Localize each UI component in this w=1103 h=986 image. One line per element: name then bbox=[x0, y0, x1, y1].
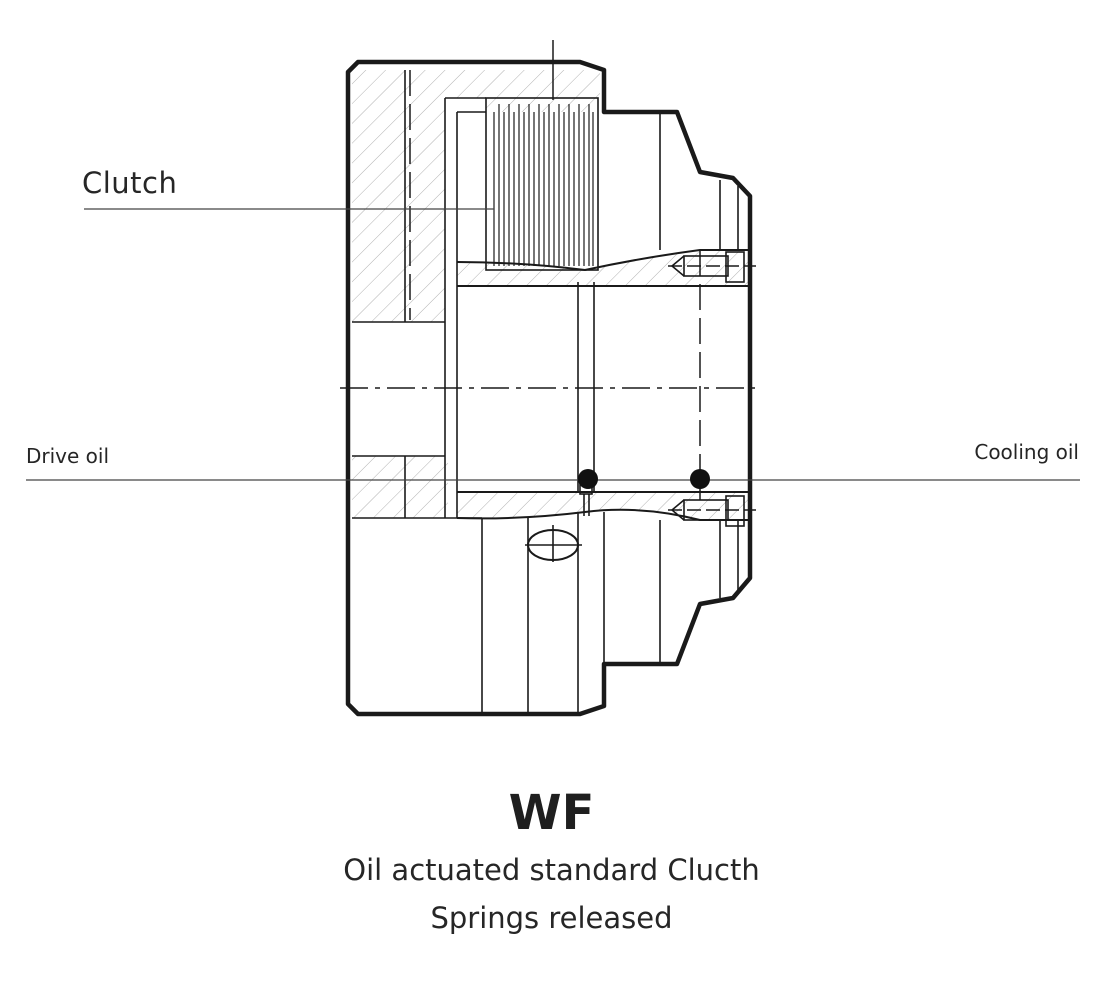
leader-lines bbox=[26, 208, 1080, 481]
internal-structure bbox=[352, 70, 750, 714]
section-hatching bbox=[352, 70, 750, 520]
model-code: WF bbox=[508, 785, 595, 841]
caption: WF Oil actuated standard Clucth Springs … bbox=[0, 780, 1103, 942]
cooling-oil-port-icon bbox=[690, 469, 710, 489]
caption-state: Springs released bbox=[430, 901, 673, 935]
clutch-label: Clutch bbox=[82, 166, 178, 200]
cooling-oil-label: Cooling oil bbox=[974, 440, 1079, 464]
caption-description: Oil actuated standard Clucth bbox=[343, 853, 760, 887]
housing-outline bbox=[345, 59, 753, 717]
drive-oil-label: Drive oil bbox=[26, 444, 110, 468]
drive-oil-port-icon bbox=[578, 469, 598, 489]
center-lines bbox=[340, 40, 756, 511]
clutch-disc-pack bbox=[493, 104, 594, 266]
